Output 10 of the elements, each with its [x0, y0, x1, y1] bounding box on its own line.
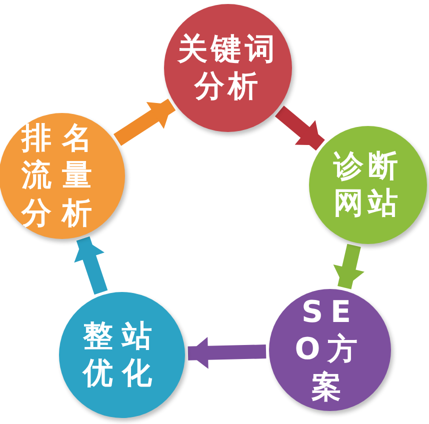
arrow — [274, 106, 325, 151]
arrow — [74, 236, 108, 295]
arrow — [333, 244, 364, 290]
step-label: 排名流量分析 — [20, 120, 104, 232]
step-label: 关键词分析 — [177, 30, 279, 106]
step-label: 整站优化 — [83, 318, 161, 392]
step-label: SEO方案 — [294, 294, 366, 406]
step-label: 诊断网站 — [334, 148, 402, 222]
step-circle — [0, 113, 125, 239]
arrow — [188, 336, 266, 369]
